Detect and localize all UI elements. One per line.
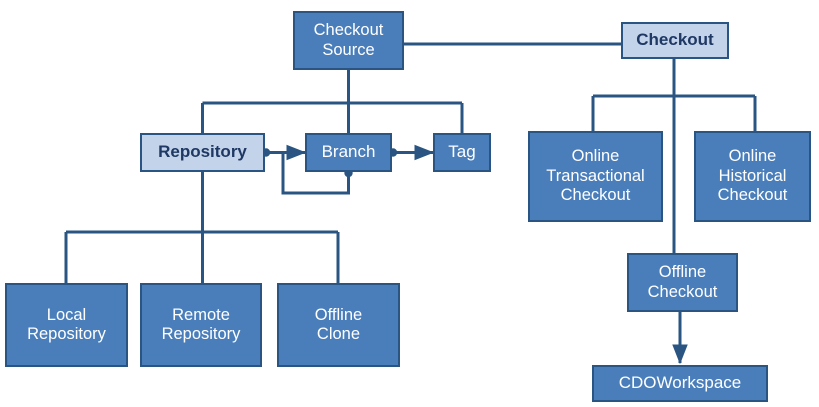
node-branch-label: Branch: [321, 142, 376, 162]
node-offline-clone-label: Offline Clone: [314, 305, 363, 343]
node-cdoworkspace-label: CDOWorkspace: [618, 373, 742, 393]
node-repository[interactable]: Repository: [140, 133, 265, 172]
node-tag-label: Tag: [448, 142, 476, 162]
node-offline-checkout[interactable]: Offline Checkout: [627, 253, 738, 312]
node-local-repository[interactable]: Local Repository: [5, 283, 128, 367]
node-cdoworkspace[interactable]: CDOWorkspace: [592, 365, 768, 402]
node-branch[interactable]: Branch: [305, 133, 392, 172]
edge-branch-self-loop: [281, 152, 350, 195]
node-checkout-source-label: Checkout Source: [313, 21, 384, 59]
node-remote-repository-label: Remote Repository: [161, 305, 241, 343]
node-offline-clone[interactable]: Offline Clone: [277, 283, 400, 367]
node-checkout-label: Checkout: [636, 30, 714, 50]
node-tag[interactable]: Tag: [433, 133, 491, 172]
node-local-repository-label: Local Repository: [27, 305, 106, 343]
node-repository-label: Repository: [158, 142, 247, 162]
node-online-transactional-checkout-label: Online Transactional Checkout: [546, 147, 645, 205]
node-online-transactional-checkout[interactable]: Online Transactional Checkout: [528, 131, 663, 222]
node-online-historical-checkout[interactable]: Online Historical Checkout: [694, 131, 811, 222]
node-online-historical-checkout-label: Online Historical Checkout: [717, 147, 788, 205]
node-checkout[interactable]: Checkout: [621, 22, 729, 59]
node-checkout-source[interactable]: Checkout Source: [293, 11, 404, 70]
node-offline-checkout-label: Offline Checkout: [647, 263, 718, 301]
node-remote-repository[interactable]: Remote Repository: [140, 283, 262, 367]
